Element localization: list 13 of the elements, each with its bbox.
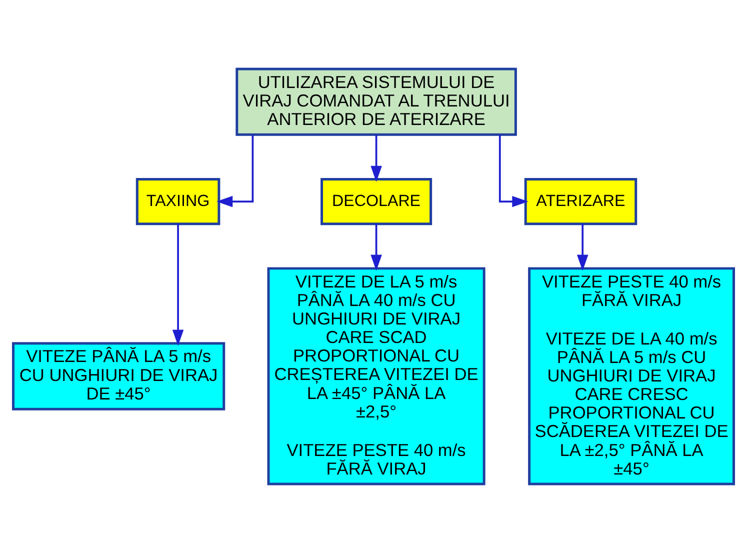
arrow (216, 134, 254, 207)
node-box: VITEZE DE LA 5 m/s PÂNĂ LA 40 m/s CU UNGHIURI DE VIRAJ CARE SCAD PROPORTIONAL CU CREȘTEREA VITEZEI DE LA ±45° PÂNĂ LA ±2,5° VITEZE PESTE 40 m/s FĂRĂ VIRAJ (267, 266, 486, 485)
arrow (370, 134, 382, 182)
arrow (498, 134, 528, 207)
arrow (576, 224, 588, 270)
node-box: VITEZE PESTE 40 m/s FĂRĂ VIRAJ VITEZE DE LA 40 m/s PÂNĂ LA 5 m/s CU UNGHIURI DE VIRAJ CARE CRESC PROPORTIONAL CU SCĂDEREA VITEZEI DE LA ±2,5° PÂNĂ LA ±45° (528, 266, 735, 485)
arrow (370, 224, 382, 270)
node-box: ATERIZARE (524, 178, 638, 225)
node-box: UTILIZAREA SISTEMULUI DE VIRAJ COMANDAT AL TRENULUI ANTERIOR DE ATERIZARE (236, 67, 517, 136)
arrow (172, 224, 184, 346)
node-box: VITEZE PÂNĂ LA 5 m/s CU UNGHIURI DE VIRAJ DE ±45° (12, 342, 226, 410)
node-box: TAXIING (136, 178, 220, 225)
node-box: DECOLARE (320, 178, 432, 225)
